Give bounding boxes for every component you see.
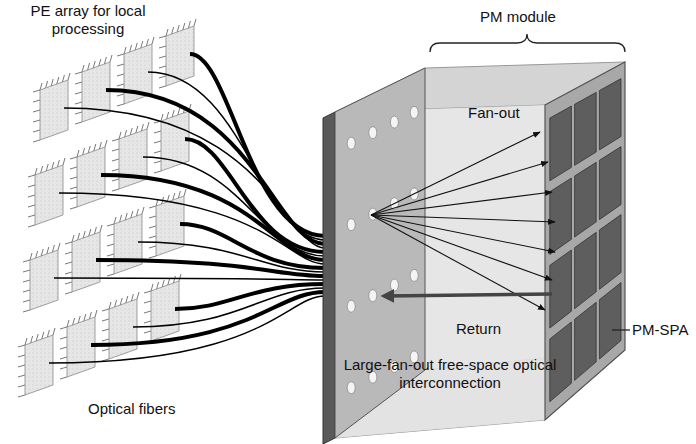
array-label: PE array for local processing <box>8 2 168 38</box>
module-label: PM module <box>480 8 590 26</box>
fiber-label: Optical fibers <box>88 400 218 418</box>
optical-fibers <box>49 54 325 363</box>
fan-out-ray <box>371 215 552 280</box>
optical-fiber <box>101 175 325 260</box>
pm-spa-label: PM-SPA <box>632 321 694 339</box>
return-label: Return <box>456 320 536 338</box>
interconnect-label: Large-fan-out free-space optical interco… <box>340 356 560 392</box>
leader-line <box>612 329 630 330</box>
optical-fiber <box>148 72 325 240</box>
pm-spa-cells <box>550 79 621 402</box>
fan-out-ray <box>371 162 548 215</box>
optical-fiber <box>185 139 325 252</box>
return-arrow <box>386 294 552 296</box>
fan-out-label: Fan-out <box>468 104 548 122</box>
optical-fiber <box>49 296 325 363</box>
fiber-holes <box>347 106 418 393</box>
pm-module <box>323 34 630 444</box>
fan-out-ray <box>371 215 555 252</box>
module-brace <box>430 34 625 52</box>
optical-fiber <box>59 193 325 264</box>
optical-fiber <box>190 54 325 236</box>
fan-out-arrows <box>371 132 555 310</box>
plate-edge <box>323 112 335 444</box>
optical-fiber <box>96 260 325 276</box>
fan-out-ray <box>371 192 552 215</box>
optical-fiber <box>91 292 325 345</box>
fan-out-ray <box>371 132 540 215</box>
pm-spa-panel <box>545 62 625 420</box>
optical-fiber <box>133 288 325 327</box>
optical-fiber <box>54 278 325 280</box>
